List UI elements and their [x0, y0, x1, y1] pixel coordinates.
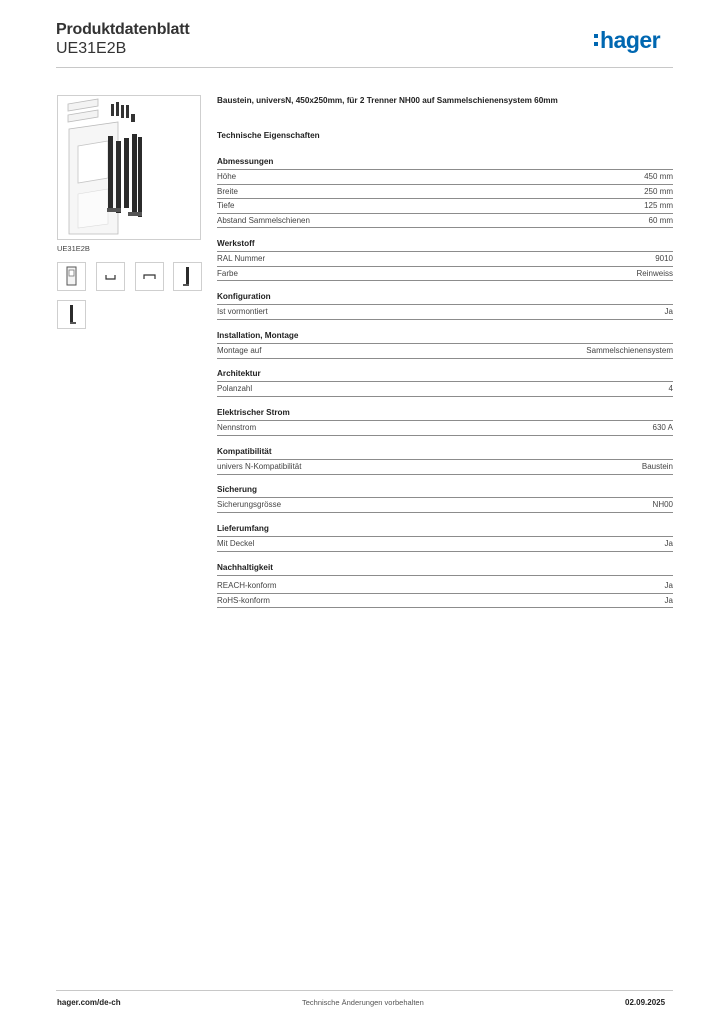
row-value: Reinweiss: [636, 268, 673, 278]
table-row: RoHS-konform Ja: [217, 594, 673, 608]
row-label: Montage auf: [217, 346, 262, 355]
row-label: Sicherungsgrösse: [217, 500, 282, 509]
table-row: RAL Nummer 9010: [217, 252, 673, 267]
row-value: Ja: [664, 581, 673, 590]
frame-thumbnail-icon: [66, 266, 77, 286]
row-value: 9010: [655, 254, 673, 263]
footer-date: 02.09.2025: [625, 998, 666, 1007]
row-label: Ist vormontiert: [217, 307, 268, 316]
row-label: Abstand Sammelschienen: [217, 215, 310, 225]
footer-divider: [56, 990, 673, 991]
bracket-thumbnail-icon: [105, 275, 116, 280]
table-row: Sicherungsgrösse NH00: [217, 498, 673, 513]
row-value: 60 mm: [648, 215, 673, 225]
rail-thumbnail-icon: [183, 267, 189, 286]
footer-notice: Technische Änderungen vorbehalten: [302, 998, 424, 1007]
hager-logo: hager: [594, 27, 661, 53]
table-row: Mit Deckel Ja: [217, 537, 673, 552]
section-title: Sicherung: [217, 485, 673, 498]
row-label: Nennstrom: [217, 423, 257, 432]
row-label: RoHS-konform: [217, 595, 270, 605]
section-title: Elektrischer Strom: [217, 408, 673, 421]
row-value: 125 mm: [644, 201, 673, 210]
table-row: REACH-konform Ja: [217, 579, 673, 594]
row-label: Mit Deckel: [217, 539, 255, 548]
row-value: Baustein: [641, 462, 673, 471]
section-title: Nachhaltigkeit: [217, 563, 673, 576]
product-description: Baustein, universN, 450x250mm, für 2 Tre…: [217, 96, 558, 105]
section-werkstoff: Werkstoff RAL Nummer 9010 Farbe Reinweiss: [217, 239, 673, 281]
table-row: Polanzahl 4: [217, 382, 673, 397]
table-row: Höhe 450 mm: [217, 170, 673, 185]
header-divider: [56, 67, 673, 68]
row-value: Sammelschienensystem: [586, 346, 673, 355]
section-title: Kompatibilität: [217, 447, 673, 460]
thumbnail-3[interactable]: [135, 262, 164, 291]
product-code: UE31E2B: [56, 40, 127, 57]
section-title: Installation, Montage: [217, 331, 673, 344]
table-row: Abstand Sammelschienen 60 mm: [217, 214, 673, 228]
tech-properties-title: Technische Eigenschaften: [217, 131, 320, 140]
section-title: Abmessungen: [217, 157, 673, 170]
thumbnail-5[interactable]: [57, 300, 86, 329]
clip-thumbnail-icon: [143, 274, 156, 279]
row-value: Ja: [664, 307, 673, 316]
section-lieferumfang: Lieferumfang Mit Deckel Ja: [217, 524, 673, 552]
table-row: Breite 250 mm: [217, 185, 673, 199]
logo-dots-icon: [594, 34, 598, 46]
row-value: 4: [668, 384, 673, 393]
row-label: Breite: [217, 186, 238, 196]
table-row: Montage auf Sammelschienensystem: [217, 344, 673, 359]
section-title: Architektur: [217, 369, 673, 382]
section-sicherung: Sicherung Sicherungsgrösse NH00: [217, 485, 673, 513]
row-label: Tiefe: [217, 201, 235, 210]
rail-thumbnail-icon: [70, 305, 76, 324]
table-row: univers N-Kompatibilität Baustein: [217, 460, 673, 475]
section-konfiguration: Konfiguration Ist vormontiert Ja: [217, 292, 673, 320]
table-row: Ist vormontiert Ja: [217, 305, 673, 320]
table-row: Tiefe 125 mm: [217, 199, 673, 214]
thumbnail-1[interactable]: [57, 262, 86, 291]
row-value: 630 A: [652, 423, 673, 432]
table-row: Nennstrom 630 A: [217, 421, 673, 436]
section-elektrischer-strom: Elektrischer Strom Nennstrom 630 A: [217, 408, 673, 436]
thumbnail-2[interactable]: [96, 262, 125, 291]
row-label: Höhe: [217, 172, 237, 181]
image-caption: UE31E2B: [57, 244, 90, 253]
product-image[interactable]: [57, 95, 201, 240]
row-value: 250 mm: [644, 186, 673, 196]
product-illustration-icon: [67, 98, 142, 235]
row-label: Polanzahl: [217, 384, 253, 393]
footer-website-link[interactable]: hager.com/de-ch: [57, 998, 121, 1007]
row-label: Farbe: [217, 268, 238, 278]
logo-text: hager: [600, 27, 661, 53]
row-value: NH00: [652, 500, 673, 509]
section-kompatibilitaet: Kompatibilität univers N-Kompatibilität B…: [217, 447, 673, 475]
thumbnail-4[interactable]: [173, 262, 202, 291]
section-abmessungen: Abmessungen Höhe 450 mm Breite 250 mm Tief…: [217, 157, 673, 228]
table-row: Farbe Reinweiss: [217, 267, 673, 281]
section-installation: Installation, Montage Montage auf Sammels…: [217, 331, 673, 359]
row-value: Ja: [664, 595, 673, 605]
row-value: 450 mm: [644, 172, 673, 181]
section-architektur: Architektur Polanzahl 4: [217, 369, 673, 397]
page-title: Produktdatenblatt: [56, 21, 190, 38]
row-label: univers N-Kompatibilität: [217, 462, 302, 471]
row-label: RAL Nummer: [217, 254, 266, 263]
section-title: Werkstoff: [217, 239, 673, 252]
row-label: REACH-konform: [217, 581, 277, 590]
row-value: Ja: [664, 539, 673, 548]
section-title: Konfiguration: [217, 292, 673, 305]
section-title: Lieferumfang: [217, 524, 673, 537]
